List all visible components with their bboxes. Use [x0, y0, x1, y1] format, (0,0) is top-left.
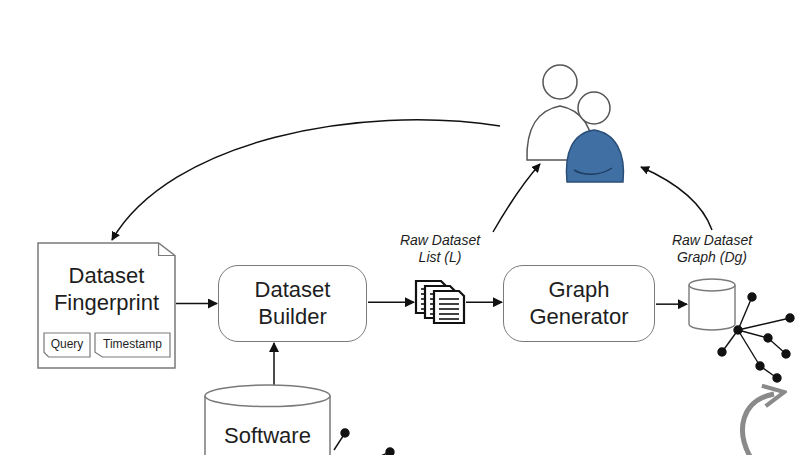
person-head — [543, 65, 577, 99]
person-arms — [574, 168, 612, 174]
loop-arrow — [743, 394, 774, 455]
document-stack-icon — [415, 280, 465, 324]
field-tag: Timestamp — [95, 333, 170, 357]
node-label: Dataset Fingerprint — [44, 263, 169, 317]
people-figure — [527, 65, 624, 182]
flow-arrow — [176, 303, 217, 305]
person-head — [578, 92, 610, 124]
dataset-list-icon: Raw Dataset List (L) — [392, 232, 488, 324]
review-arrow — [493, 164, 540, 232]
document-box: Dataset FingerprintQuery Timestamp — [38, 243, 175, 368]
node-label: Graph Generator — [516, 277, 642, 331]
flow-arrow — [273, 343, 275, 388]
node-label: Query — [50, 337, 84, 352]
review-arrow — [641, 167, 712, 230]
icon — [688, 278, 736, 330]
feedback-arrow — [112, 120, 500, 240]
flow-arrow — [368, 301, 414, 303]
node-label: Dataset Builder — [231, 277, 354, 331]
network-graph — [334, 429, 394, 455]
process-box: Dataset Builder — [218, 265, 367, 342]
store-label: Raw Dataset Graph (Dg) — [662, 232, 762, 266]
store-label: Raw Dataset List (L) — [392, 232, 488, 266]
graph-store: Raw Dataset Graph (Dg) — [662, 232, 762, 330]
node-label: Software — [211, 423, 324, 450]
database-cylinder: Software — [205, 385, 330, 455]
process-box: Graph Generator — [503, 265, 655, 342]
graph-cylinder — [688, 278, 736, 330]
field-tag: Query — [44, 333, 90, 357]
flow-arrow — [466, 301, 502, 303]
icon — [415, 280, 465, 324]
person-body — [566, 130, 623, 182]
flow-arrow — [656, 303, 687, 305]
node-label: Timestamp — [101, 337, 164, 352]
